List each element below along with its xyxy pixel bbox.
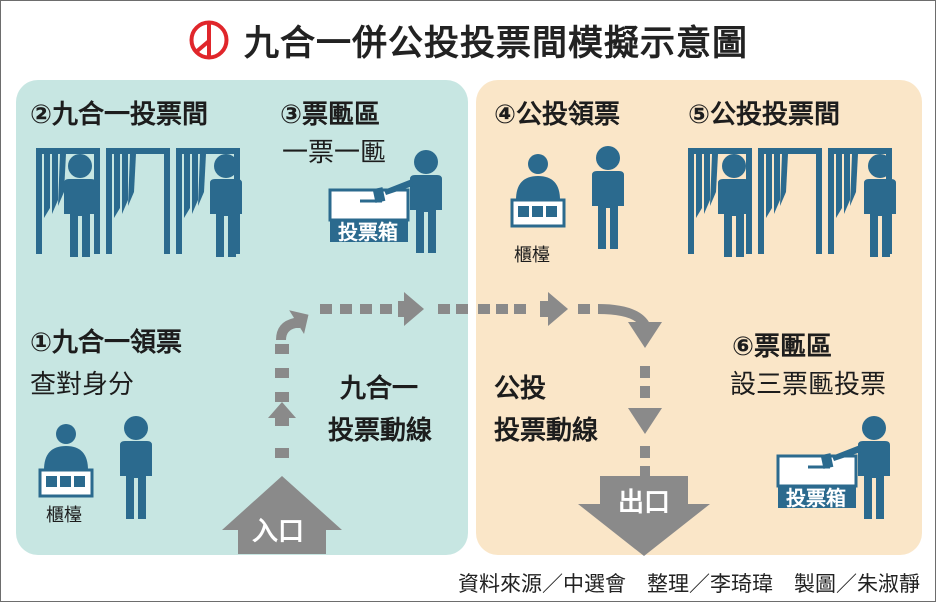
collect-label-right: ④公投領票	[494, 100, 621, 130]
page-title: 九合一併公投投票間模擬示意圖	[243, 23, 748, 64]
voter-at-counter-icon	[592, 146, 624, 249]
counter-label-right: 櫃檯	[514, 245, 550, 266]
counter-clerk-icon	[38, 422, 94, 498]
credits: 資料來源／中選會 整理／李琦瑋 製圖／朱淑靜	[458, 572, 920, 596]
route-label-right-2: 投票動線	[494, 416, 599, 446]
voter-at-counter-icon	[120, 416, 152, 519]
ballot-seal-icon	[189, 20, 229, 60]
counter-label-left: 櫃檯	[46, 505, 82, 526]
booth-right-2	[758, 148, 822, 254]
box-area-label-right: ⑥票匭區	[732, 332, 833, 362]
box-area-sub-right: 設三票匭投票	[730, 370, 887, 400]
ballot-box-label-right: 投票箱	[786, 486, 846, 510]
exit-label: 出口	[618, 488, 671, 518]
voter-in-booth-icon	[718, 154, 750, 257]
collect-sub-left: 查對身分	[30, 370, 135, 400]
booths-label-right: ⑤公投投票間	[688, 100, 841, 130]
box-area-sub-left: 一票一匭	[282, 138, 387, 168]
route-label-right-1: 公投	[494, 374, 547, 404]
route-dotted-line-left	[268, 292, 468, 458]
booths-label-left: ②九合一投票間	[30, 100, 209, 130]
voter-in-booth-icon	[64, 154, 96, 257]
title-row: 九合一併公投投票間模擬示意圖	[0, 8, 936, 72]
collect-label-left: ①九合一領票	[30, 328, 183, 358]
route-dotted-line-right	[478, 292, 662, 478]
box-area-label-left: ③票匭區	[280, 100, 381, 130]
ballot-box-label-left: 投票箱	[338, 220, 398, 244]
entrance-arrow	[222, 476, 342, 554]
exit-arrow	[578, 476, 710, 556]
route-label-left-2: 投票動線	[328, 416, 433, 446]
route-label-left-1: 九合一	[340, 374, 419, 404]
booth-left-2	[106, 148, 170, 254]
entrance-label: 入口	[252, 517, 305, 547]
counter-clerk-icon	[510, 152, 566, 228]
